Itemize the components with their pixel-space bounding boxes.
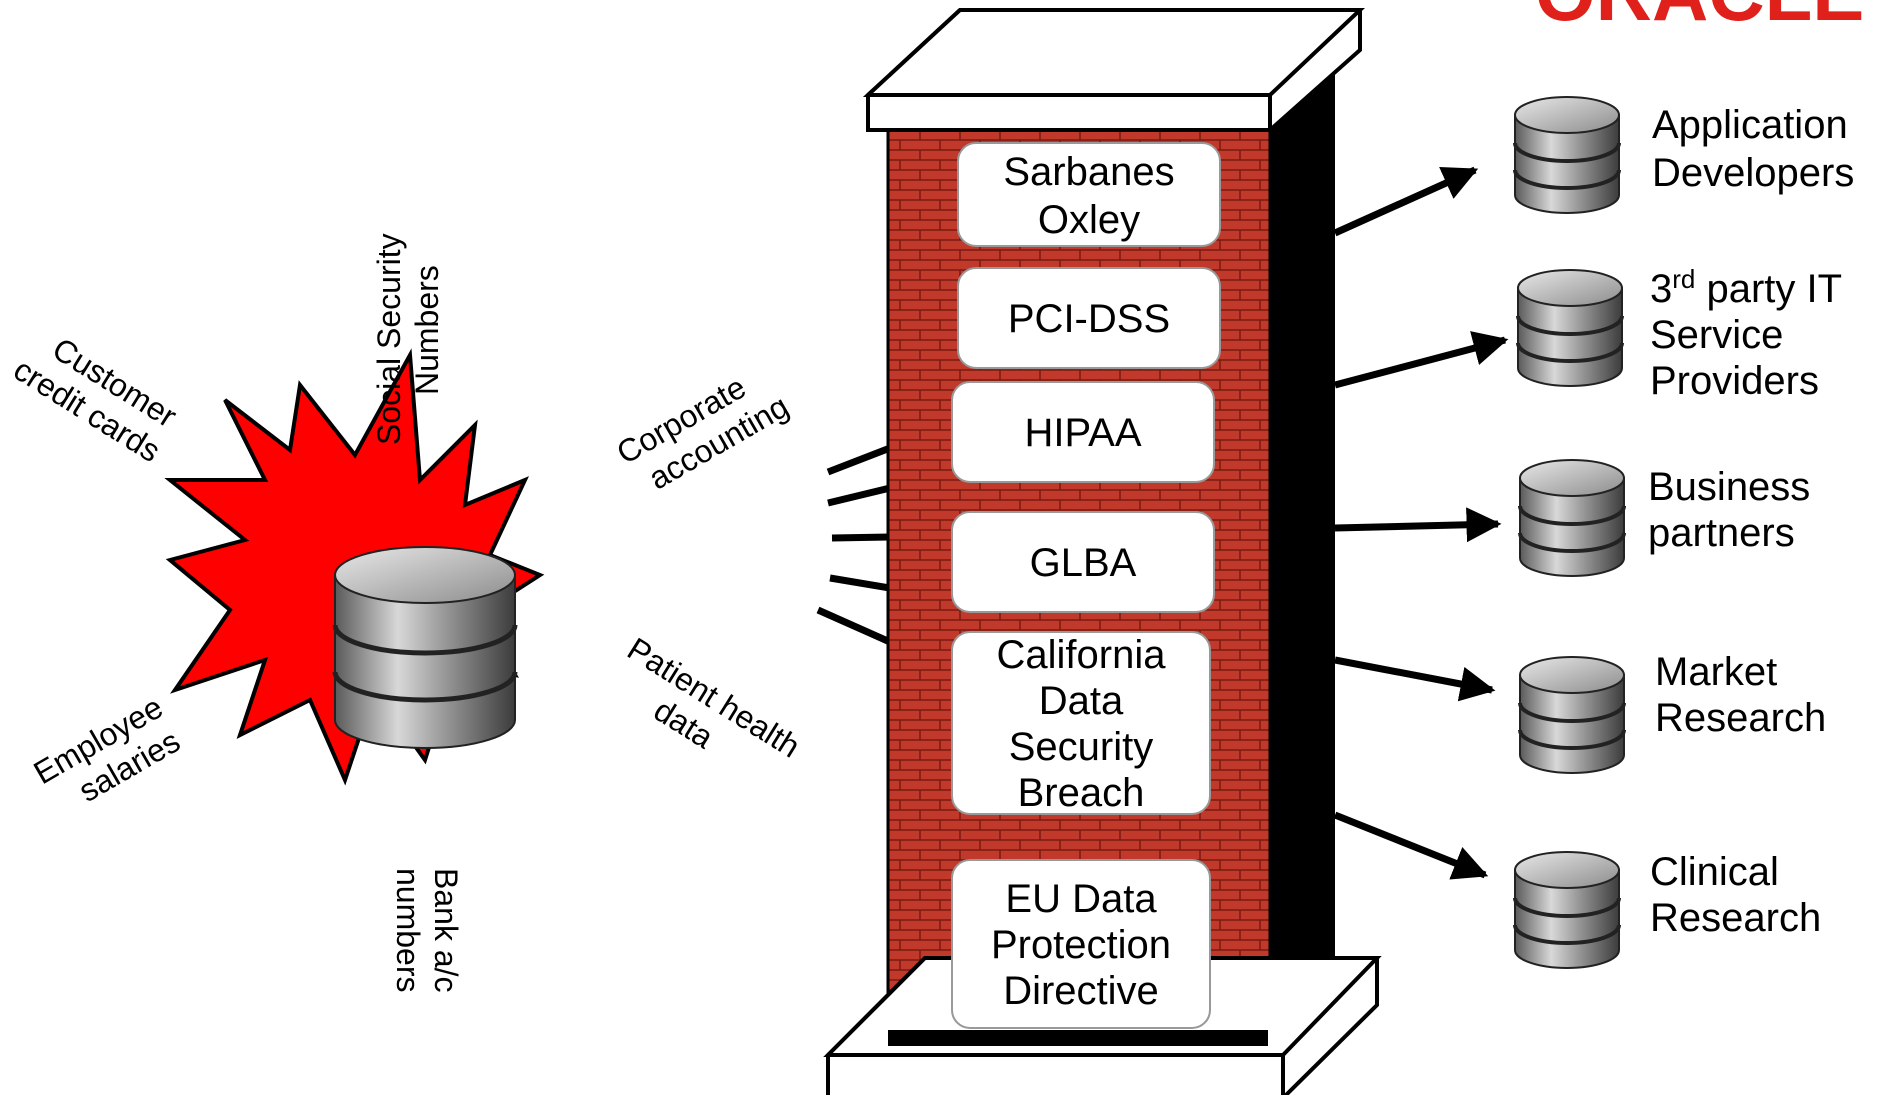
- svg-text:Service: Service: [1650, 313, 1783, 357]
- svg-text:PCI-DSS: PCI-DSS: [1008, 297, 1170, 341]
- regulation-sarbanes-oxley: Sarbanes Oxley: [957, 142, 1221, 247]
- regulation-eu-data-protection-directive: EU Data Protection Directive: [951, 859, 1211, 1029]
- consumer-application-developers: Application Developers: [1652, 103, 1854, 195]
- svg-text:Oxley: Oxley: [1038, 198, 1140, 242]
- consumer-business-partners: Business partners: [1648, 465, 1810, 555]
- arrow-to-third-party-it: [1334, 331, 1509, 389]
- svg-text:EU Data: EU Data: [1005, 877, 1157, 921]
- svg-text:3rd party IT: 3rd party IT: [1650, 264, 1842, 311]
- svg-text:Application: Application: [1652, 103, 1848, 147]
- svg-text:Developers: Developers: [1652, 151, 1854, 195]
- label-employee-salaries: Employee salaries: [28, 684, 196, 824]
- svg-text:Research: Research: [1650, 896, 1821, 940]
- consumer-third-party-it-service-providers: 3rd party IT Service Providers: [1650, 264, 1842, 403]
- database-icon-third-party-it: [1516, 269, 1624, 387]
- arrow-to-market-research: [1334, 656, 1496, 702]
- database-icon-application-developers: [1513, 96, 1621, 214]
- svg-text:Protection: Protection: [991, 923, 1171, 967]
- svg-text:Business: Business: [1648, 465, 1810, 509]
- regulation-glba: GLBA: [951, 511, 1215, 613]
- svg-text:Clinical: Clinical: [1650, 850, 1779, 894]
- outgoing-arrows: [1333, 166, 1509, 880]
- oracle-logo: ORACLE: [1535, 0, 1864, 37]
- arrow-to-application-developers: [1333, 166, 1479, 237]
- svg-text:partners: partners: [1648, 511, 1795, 555]
- sensitive-database-icon: [332, 546, 518, 749]
- svg-text:Research: Research: [1655, 696, 1826, 740]
- arrow-to-clinical-research: [1333, 811, 1489, 880]
- svg-text:Data: Data: [1039, 679, 1124, 723]
- label-social-security-numbers: Social Security Numbers: [371, 224, 445, 445]
- svg-text:Providers: Providers: [1650, 359, 1819, 403]
- database-icon-clinical-research: [1513, 851, 1621, 969]
- label-customer-credit-cards: Customer credit cards: [7, 319, 190, 472]
- svg-text:Directive: Directive: [1003, 969, 1159, 1013]
- database-icon-business-partners: [1518, 459, 1626, 577]
- svg-text:GLBA: GLBA: [1030, 541, 1137, 585]
- svg-text:HIPAA: HIPAA: [1024, 411, 1141, 455]
- svg-text:Sarbanes: Sarbanes: [1003, 150, 1174, 194]
- label-patient-health-data: Patient health data: [601, 630, 814, 801]
- arrow-to-business-partners: [1334, 507, 1502, 543]
- database-icon-market-research: [1518, 656, 1626, 774]
- svg-text:Market: Market: [1655, 650, 1777, 694]
- svg-text:Breach: Breach: [1018, 771, 1145, 815]
- label-corporate-accounting: Corporate accounting: [611, 355, 795, 504]
- svg-text:Security: Security: [1009, 725, 1154, 769]
- regulation-california-data-security-breach: California Data Security Breach: [951, 631, 1211, 815]
- regulation-pci-dss: PCI-DSS: [957, 267, 1221, 369]
- consumer-clinical-research: Clinical Research: [1650, 850, 1821, 940]
- consumer-market-research: Market Research: [1655, 650, 1826, 740]
- regulation-hipaa: HIPAA: [951, 381, 1215, 483]
- svg-text:California: California: [997, 633, 1167, 677]
- label-bank-account-numbers: Bank a/c numbers: [390, 868, 464, 1001]
- incoming-data-lines: [816, 444, 892, 646]
